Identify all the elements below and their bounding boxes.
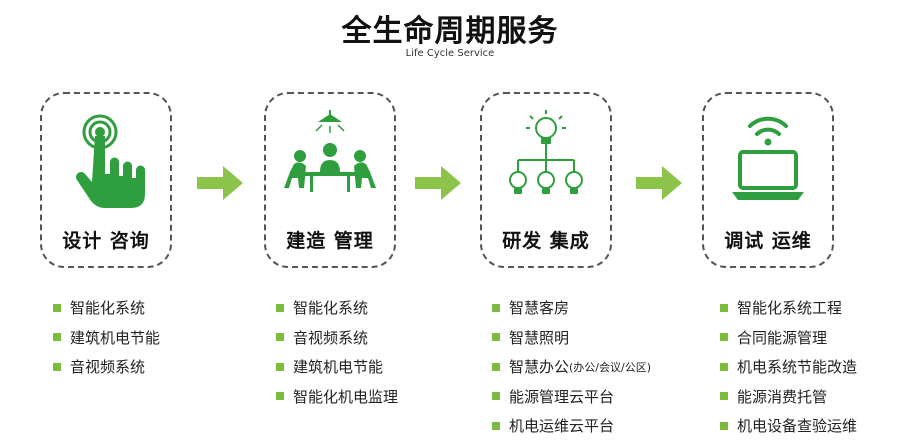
lightbulb-network-icon xyxy=(509,110,583,194)
touch-hand-icon xyxy=(76,114,145,208)
list-item: 机电运维云平台 xyxy=(492,411,651,441)
bullet-icon xyxy=(492,392,500,401)
stage-label: 研发 集成 xyxy=(502,230,590,252)
stage-commissioning-operation: 调试 运维 xyxy=(702,92,834,268)
stage-construction-management: 建造 管理 xyxy=(264,92,396,268)
bullet-icon xyxy=(720,303,728,312)
list-item: 能源消费托管 xyxy=(720,382,857,412)
list-item: 智能化系统工程 xyxy=(720,293,857,323)
bullet-icon xyxy=(276,362,284,371)
bullet-icon xyxy=(720,333,728,342)
bullet-icon xyxy=(720,421,728,430)
stage-4-service-list: 智能化系统工程 合同能源管理 机电系统节能改造 能源消费托管 机电设备查验运维 xyxy=(720,293,857,441)
bullet-icon xyxy=(720,392,728,401)
stage-label: 调试 运维 xyxy=(724,230,812,252)
list-item: 智能化系统 xyxy=(276,293,398,323)
list-item: 音视频系统 xyxy=(53,352,160,382)
header: 全生命周期服务 Life Cycle Service xyxy=(0,14,900,60)
list-item: 能源管理云平台 xyxy=(492,382,651,412)
bullet-icon xyxy=(492,303,500,312)
list-item: 智能化系统 xyxy=(53,293,160,323)
arrow-right-icon xyxy=(415,166,461,200)
list-item: 合同能源管理 xyxy=(720,323,857,353)
bullet-icon xyxy=(492,362,500,371)
stage-rnd-integration: 研发 集成 xyxy=(480,92,612,268)
stage-label: 设计 咨询 xyxy=(62,230,150,252)
arrow-right-icon xyxy=(197,166,243,200)
stage-design-consult: 设计 咨询 xyxy=(40,92,172,268)
stage-1-service-list: 智能化系统 建筑机电节能 音视频系统 xyxy=(53,293,160,382)
bullet-icon xyxy=(53,333,61,342)
list-item: 智慧照明 xyxy=(492,323,651,353)
list-item: 音视频系统 xyxy=(276,323,398,353)
list-item: 智能化机电监理 xyxy=(276,382,398,412)
bullet-icon xyxy=(276,303,284,312)
list-item: 智慧办公(办公/会议/公区) xyxy=(492,352,651,382)
bullet-icon xyxy=(492,333,500,342)
stage-3-service-list: 智慧客房 智慧照明 智慧办公(办公/会议/公区) 能源管理云平台 机电运维云平台 xyxy=(492,293,651,441)
meeting-team-icon xyxy=(284,110,376,192)
bullet-icon xyxy=(276,333,284,342)
list-item: 机电设备查验运维 xyxy=(720,411,857,441)
stage-label: 建造 管理 xyxy=(286,230,374,252)
arrow-right-icon xyxy=(636,166,682,200)
bullet-icon xyxy=(492,421,500,430)
list-item: 机电系统节能改造 xyxy=(720,352,857,382)
page-subtitle: Life Cycle Service xyxy=(405,48,495,59)
list-item: 建筑机电节能 xyxy=(53,323,160,353)
bullet-icon xyxy=(720,362,728,371)
page-title: 全生命周期服务 xyxy=(341,14,559,49)
list-item: 智慧客房 xyxy=(492,293,651,323)
stage-2-service-list: 智能化系统 音视频系统 建筑机电节能 智能化机电监理 xyxy=(276,293,398,411)
laptop-wifi-icon xyxy=(732,116,804,200)
bullet-icon xyxy=(53,303,61,312)
bullet-icon xyxy=(276,392,284,401)
list-item: 建筑机电节能 xyxy=(276,352,398,382)
bullet-icon xyxy=(53,362,61,371)
